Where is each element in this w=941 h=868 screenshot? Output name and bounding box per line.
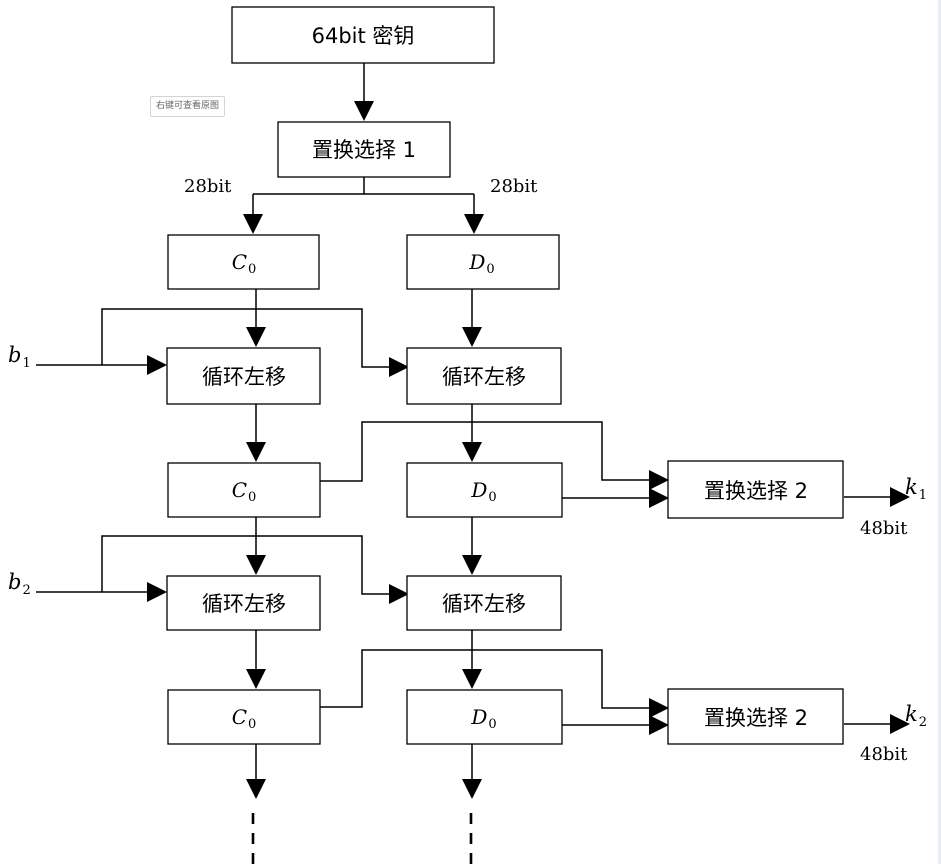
arrowhead-c1-down: [246, 555, 266, 575]
arrowhead-d2-continue: [462, 779, 482, 799]
arrowhead-d1-down: [462, 555, 482, 575]
arrowhead-d0-down: [462, 327, 482, 347]
subkey-k2-label: k2: [905, 702, 927, 730]
shift-amount-b1-label: b1: [8, 343, 31, 371]
arrowhead-b1-into-rotate-left: [147, 355, 167, 375]
d-box-row-1: D0: [406, 234, 560, 290]
arrowhead-b1-into-rotate-right: [389, 357, 409, 377]
connectors: [36, 63, 892, 864]
arrowhead-rotate-left-1-down: [246, 442, 266, 462]
d-box-row-1-label: D0: [468, 250, 494, 277]
arrowhead-k1-output: [890, 487, 910, 507]
arrowhead-rotate-right-1-down: [462, 442, 482, 462]
right-edge-strip: [938, 0, 941, 864]
rotate-right-box-2-label: 循环左移: [442, 592, 526, 616]
rotate-right-box-1-label: 循环左移: [442, 365, 526, 389]
arrowhead-b2-into-rotate-left: [147, 582, 167, 602]
shift-amount-b2-label: b2: [8, 570, 31, 598]
arrowheads: [147, 101, 910, 799]
pc2-box-2-label: 置换选择 2: [704, 706, 808, 730]
subkey-k2-bits-label: 48bit: [860, 744, 908, 765]
pc2-box-1-label: 置换选择 2: [704, 479, 808, 503]
c-box-row-2-label: C0: [232, 478, 257, 505]
d-box-row-2: D0: [406, 462, 563, 518]
c-box-row-1: C0: [167, 234, 320, 290]
subkey-k1-label: k1: [905, 475, 927, 503]
split-left-bits-label: 28bit: [184, 176, 232, 197]
key-box-label: 64bit 密钥: [312, 24, 415, 48]
connector-c2-to-pc2-2: [320, 649, 650, 709]
arrowhead-into-pc2-2-top: [649, 698, 669, 718]
arrowhead-c2-continue: [246, 779, 266, 799]
subkey-k1-bits-label: 48bit: [860, 518, 908, 539]
connector-b1-loop: [101, 308, 390, 368]
arrowhead-rotate-left-2-down: [246, 669, 266, 689]
pc1-box: 置换选择 1: [277, 121, 451, 178]
arrowhead-split-right: [464, 214, 484, 234]
arrowhead-into-pc2-1-bottom: [649, 488, 669, 508]
arrowhead-split-left: [243, 214, 263, 234]
pc2-box-2: 置换选择 2: [667, 688, 844, 745]
d-box-row-2-label: D0: [470, 478, 496, 505]
rotate-left-box-1-label: 循环左移: [202, 365, 286, 389]
arrowhead-c0-down: [246, 327, 266, 347]
arrowhead-into-pc2-2-bottom: [649, 715, 669, 735]
rotate-right-box-2: 循环左移: [406, 575, 562, 631]
pc2-box-1: 置换选择 2: [667, 460, 844, 519]
arrowhead-k2-output: [890, 714, 910, 734]
rotate-left-box-2-label: 循环左移: [202, 592, 286, 616]
c-box-row-3-label: C0: [232, 705, 257, 732]
c-box-row-1-label: C0: [232, 250, 257, 277]
connector-b2-loop: [101, 535, 390, 595]
c-box-row-3: C0: [167, 689, 321, 745]
d-box-row-3: D0: [406, 689, 563, 745]
rotate-right-box-1: 循环左移: [406, 347, 562, 405]
pc1-box-label: 置换选择 1: [312, 138, 416, 162]
rotate-left-box-1: 循环左移: [166, 347, 321, 405]
c-box-row-2: C0: [167, 462, 321, 518]
connector-pc1-split: [252, 177, 475, 216]
connector-c1-to-pc2-1: [320, 421, 650, 482]
view-original-hint: 右键可查看原图: [150, 96, 226, 117]
key-box: 64bit 密钥: [231, 6, 495, 64]
split-right-bits-label: 28bit: [490, 176, 538, 197]
arrowhead-into-pc2-1-top: [649, 470, 669, 490]
arrowhead-rotate-right-2-down: [462, 669, 482, 689]
arrowhead-b2-into-rotate-right: [389, 584, 409, 604]
rotate-left-box-2: 循环左移: [166, 575, 321, 631]
d-box-row-3-label: D0: [470, 705, 496, 732]
arrowhead-key-to-pc1: [354, 101, 374, 121]
